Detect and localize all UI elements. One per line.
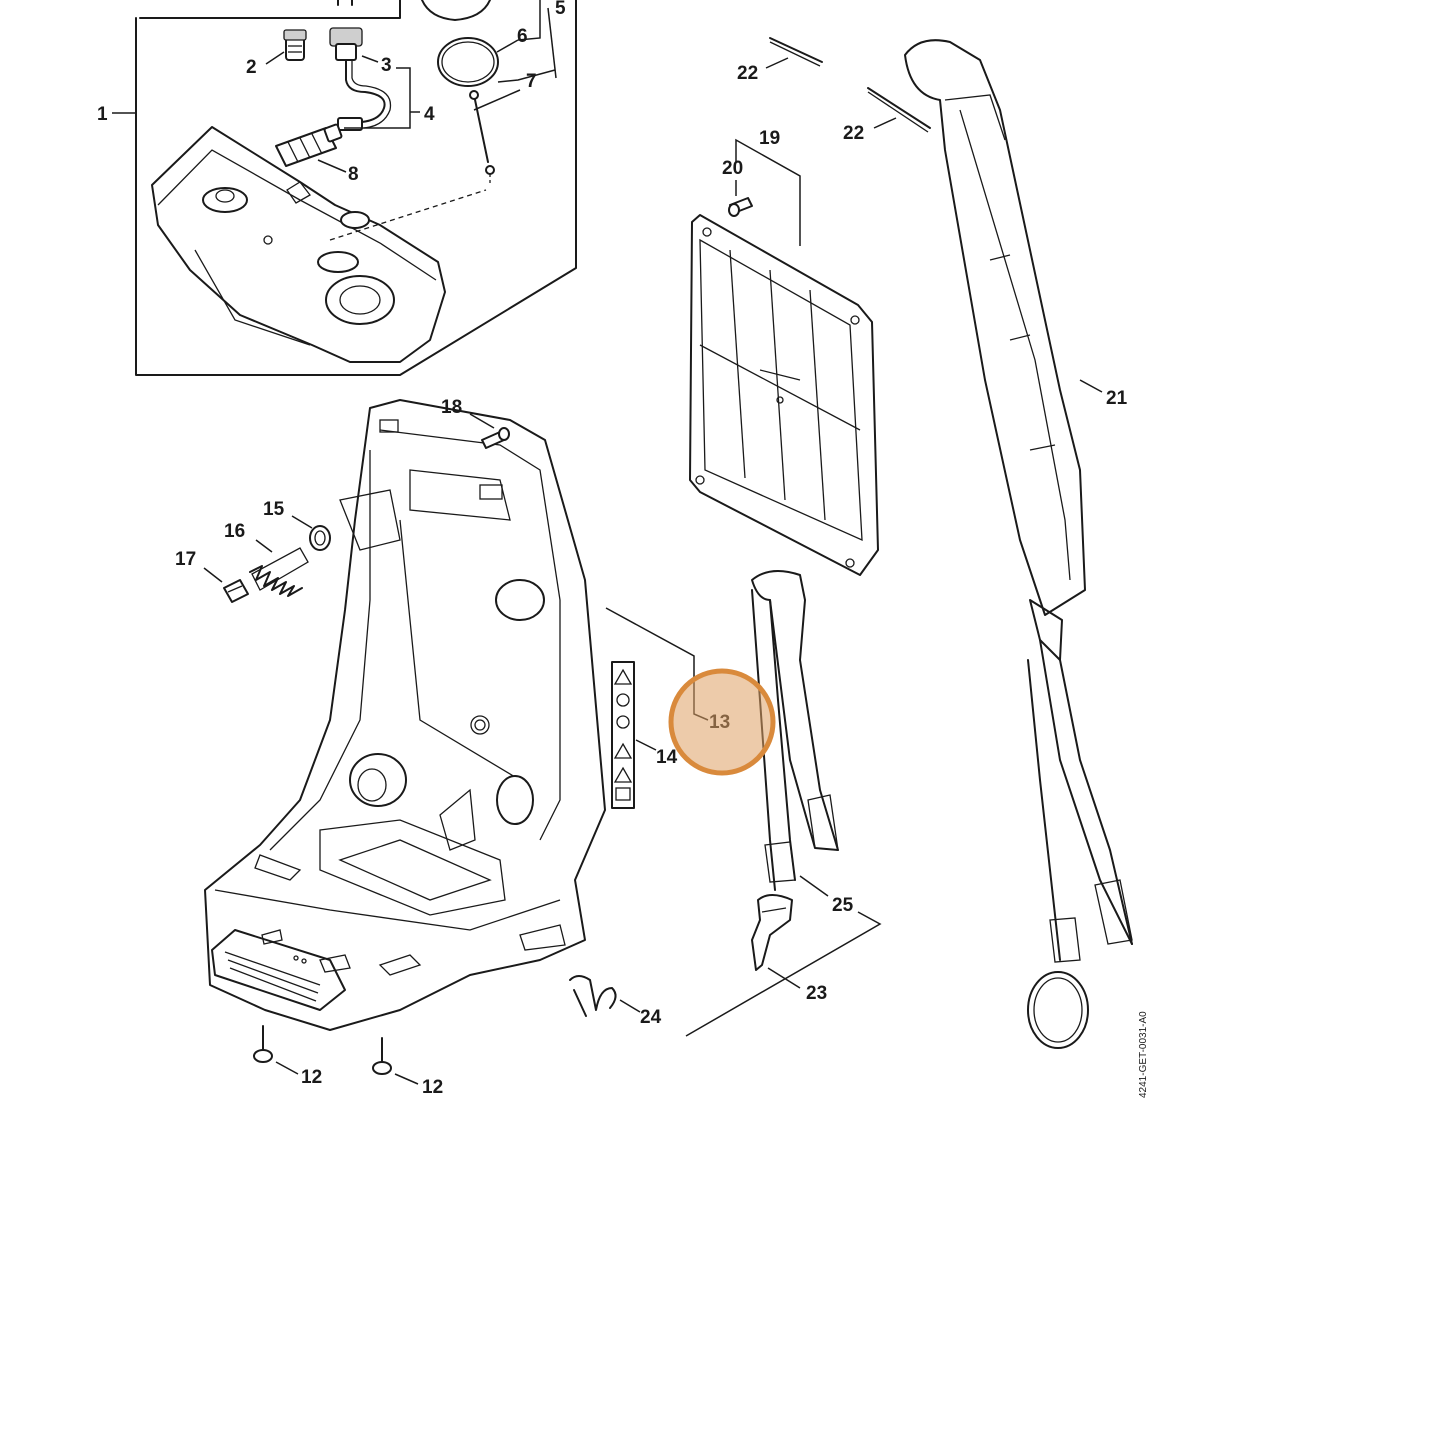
fuel-pickup-icon[interactable] — [329, 0, 392, 131]
lower-strap-icon[interactable] — [751, 570, 839, 971]
part-label-18[interactable]: 18 — [441, 397, 462, 418]
part-label-23[interactable]: 23 — [806, 983, 827, 1004]
plug-icon[interactable] — [291, 515, 331, 551]
part-label-3[interactable]: 3 — [381, 55, 392, 76]
clip-icon[interactable] — [569, 975, 641, 1017]
pin-icon[interactable] — [765, 37, 823, 69]
part-label-20[interactable]: 20 — [722, 158, 743, 179]
part-label-12[interactable]: 12 — [301, 1067, 322, 1088]
part-label-15[interactable]: 15 — [263, 499, 285, 520]
part-label-2[interactable]: 2 — [246, 57, 257, 78]
part-label-1[interactable]: 1 — [97, 104, 108, 125]
part-label-24[interactable]: 24 — [640, 1007, 662, 1028]
part-label-8[interactable]: 8 — [348, 164, 359, 185]
highlight-marker — [668, 668, 776, 776]
screw-icon[interactable] — [253, 1025, 299, 1075]
part-label-21[interactable]: 21 — [1106, 388, 1128, 409]
backplate-frame — [204, 399, 606, 1031]
vent-rod-icon[interactable] — [469, 90, 495, 186]
valve-icon[interactable] — [283, 29, 307, 61]
back-pad-icon[interactable] — [689, 214, 879, 576]
part-label-22[interactable]: 22 — [737, 63, 758, 84]
drawing-code: 4241-GET-0031-A0 — [1138, 1011, 1149, 1098]
fuel-tank-group — [112, 0, 577, 376]
warning-label-icon[interactable] — [611, 661, 657, 809]
part-label-25[interactable]: 25 — [832, 895, 854, 916]
bolt-icon[interactable] — [203, 567, 249, 603]
part-label-12b[interactable]: 12 — [422, 1077, 443, 1098]
screw-icon[interactable] — [372, 1037, 419, 1085]
part-label-16[interactable]: 16 — [224, 521, 245, 542]
backplate-icon[interactable] — [204, 399, 606, 1031]
screw-icon[interactable] — [469, 413, 510, 449]
part-label-17[interactable]: 17 — [175, 549, 196, 570]
rivet-icon[interactable] — [728, 180, 753, 217]
part-label-5[interactable]: 5 — [555, 0, 566, 19]
part-label-4[interactable]: 4 — [424, 104, 435, 125]
pin-icon[interactable] — [867, 87, 931, 133]
part-label-14[interactable]: 14 — [656, 747, 678, 768]
o-ring-icon[interactable] — [437, 37, 499, 87]
fuel-filter-icon[interactable] — [275, 123, 343, 167]
shoulder-strap-icon[interactable] — [904, 39, 1133, 1049]
part-label-22b[interactable]: 22 — [843, 123, 864, 144]
part-label-19[interactable]: 19 — [759, 128, 780, 149]
spring-icon[interactable] — [249, 539, 309, 597]
part-label-7[interactable]: 7 — [526, 71, 537, 92]
part-label-6[interactable]: 6 — [517, 26, 528, 47]
